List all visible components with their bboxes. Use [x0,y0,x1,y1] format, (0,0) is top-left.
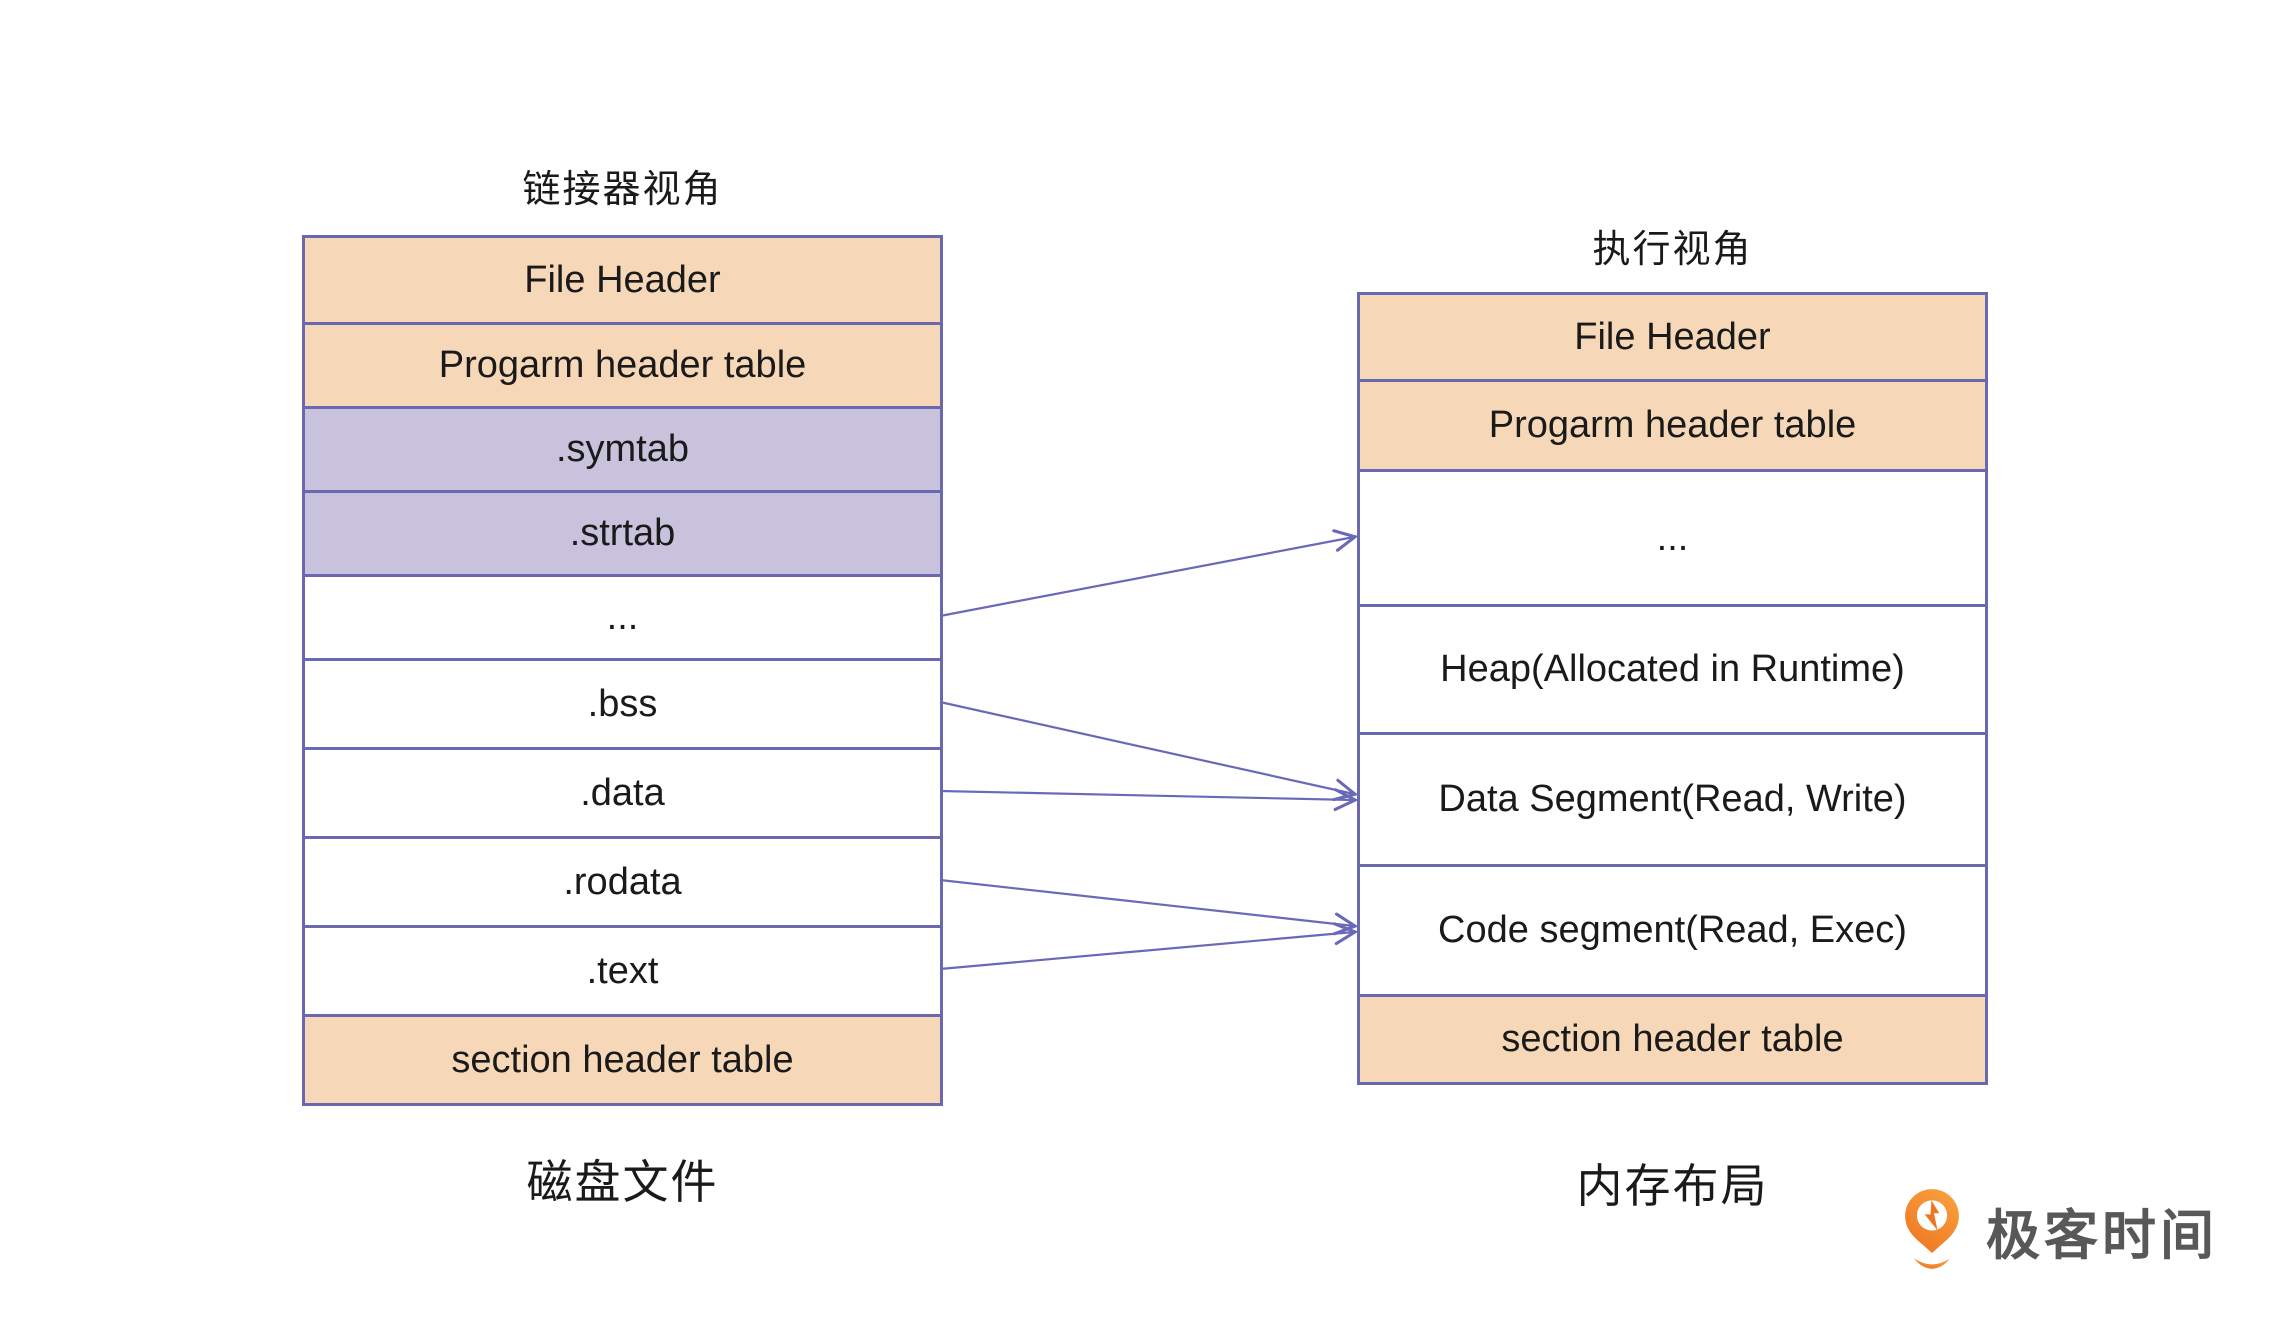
left-box-row: .strtab [305,490,940,574]
left-box-row: .data [305,747,940,836]
row-label: section header table [1501,1018,1844,1060]
arrow-line [939,878,1354,926]
left-box-row: .symtab [305,406,940,490]
right-box-row: Progarm header table [1360,379,1985,469]
arrow-line [939,791,1354,800]
left-box-row: .bss [305,658,940,747]
right-box-row: Data Segment(Read, Write) [1360,732,1985,864]
right-box-row: Code segment(Read, Exec) [1360,864,1985,994]
geektime-logo-text: 极客时间 [1986,1205,2218,1266]
row-label: .rodata [563,860,682,903]
row-label: Progarm header table [1488,404,1857,446]
left-box-row: Progarm header table [305,322,940,406]
arrow-line [939,700,1354,794]
row-label: Progarm header table [438,344,807,386]
memory-layout-caption: 内存布局 [1576,1160,1769,1212]
row-label: File Header [1574,315,1771,358]
row-label: .text [586,949,659,992]
left-box-row: .rodata [305,836,940,925]
row-label: File Header [524,258,721,301]
arrow-line [939,932,1354,971]
left-box-row: File Header [305,238,940,322]
left-box-row: ... [305,574,940,658]
linker-view-title: 链接器视角 [522,169,723,211]
arrow-line [939,537,1354,618]
row-label: .data [580,771,665,814]
row-label: ... [1656,516,1689,559]
row-label: .bss [587,682,658,725]
row-label: .symtab [555,428,690,470]
right-box-row: Heap(Allocated in Runtime) [1360,604,1985,732]
exec-view-title: 执行视角 [1592,229,1753,271]
row-label: Code segment(Read, Exec) [1438,909,1907,951]
row-label: .strtab [569,512,676,554]
right-box-row: File Header [1360,295,1985,379]
row-label: Data Segment(Read, Write) [1438,778,1907,820]
row-label: section header table [451,1038,794,1081]
left-box-row: section header table [305,1014,940,1103]
right-box-row: ... [1360,469,1985,604]
disk-file-caption: 磁盘文件 [526,1156,719,1208]
row-label: ... [606,596,639,638]
right-box-row: section header table [1360,994,1985,1082]
geektime-icon [1905,1189,1959,1269]
row-label: Heap(Allocated in Runtime) [1440,648,1905,690]
left-box-row: .text [305,925,940,1014]
geektime-logo: 极客时间 [1904,1188,2218,1272]
